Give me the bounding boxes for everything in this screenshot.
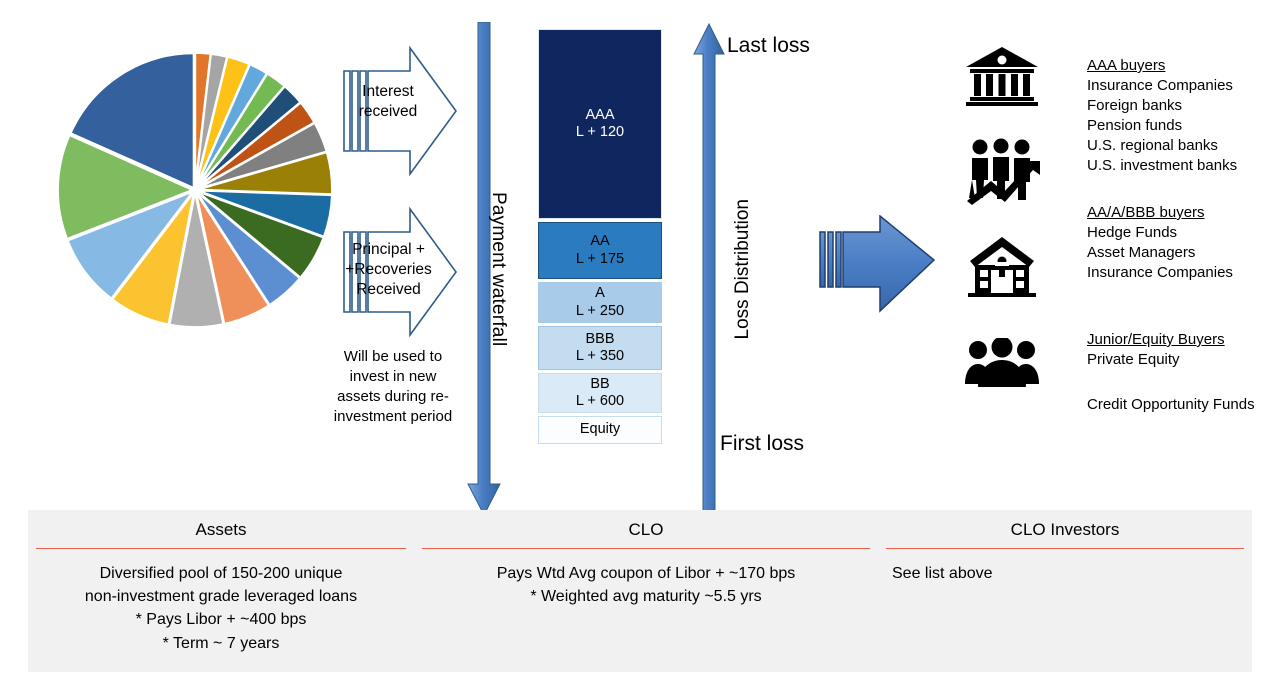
institution-building-icon xyxy=(963,235,1041,297)
investor-list-item: Credit Opportunity Funds xyxy=(1087,396,1255,413)
summary-body-investors: See list above xyxy=(892,565,993,582)
bank-building-icon xyxy=(963,45,1041,107)
pie-slice xyxy=(57,133,196,241)
investor-list-item: U.S. regional banks xyxy=(1087,136,1218,154)
tranche-rating: BB xyxy=(590,375,610,392)
tranche-spread: L + 175 xyxy=(575,250,625,267)
payment-waterfall-arrow xyxy=(466,22,502,517)
investor-list-item: Hedge Funds xyxy=(1087,223,1178,241)
pie-chart-svg xyxy=(57,52,333,328)
people-growth-chart-icon xyxy=(963,137,1041,205)
tranche-spread: L + 350 xyxy=(575,348,625,364)
tranche-rating: AA xyxy=(590,233,610,250)
tranche-rating: Equity xyxy=(579,421,621,438)
summary-rule-investors xyxy=(886,548,1244,549)
summary-title-clo: CLO xyxy=(628,520,664,539)
investor-group-heading: AA/A/BBB buyers xyxy=(1087,204,1205,221)
loss-distribution-label: Loss Distribution xyxy=(732,199,753,340)
investor-group-other: Credit Opportunity Funds xyxy=(1087,395,1255,415)
tranche-spread: L + 600 xyxy=(575,393,625,409)
reinvestment-note: Will be used to invest in new assets dur… xyxy=(333,348,453,425)
first-loss-label: First loss xyxy=(720,432,804,455)
summary-column-clo: CLO Pays Wtd Avg coupon of Libor + ~170 … xyxy=(414,510,878,672)
tranche-spread: L + 250 xyxy=(575,302,625,319)
summary-title-investors: CLO Investors xyxy=(1010,520,1120,539)
tranche-box: Equity xyxy=(538,416,662,444)
summary-body-assets: Diversified pool of 150-200 unique non-i… xyxy=(84,565,358,652)
investor-list-item: U.S. investment banks xyxy=(1087,156,1238,174)
summary-body-clo: Pays Wtd Avg coupon of Libor + ~170 bps … xyxy=(496,565,796,606)
summary-title-assets: Assets xyxy=(195,520,247,539)
tranche-rating: A xyxy=(595,285,605,302)
investor-group-heading: Junior/Equity Buyers xyxy=(1087,331,1225,348)
loss-distribution-arrow xyxy=(692,22,726,517)
pie-slice xyxy=(69,52,195,190)
investor-list-item: Pension funds xyxy=(1087,116,1183,134)
pie-slice xyxy=(110,191,196,326)
tranche-rating: BBB xyxy=(585,330,615,347)
distribution-to-investors-arrow xyxy=(808,215,938,315)
investor-list-item: Private Equity xyxy=(1087,350,1180,368)
pie-slice xyxy=(66,188,197,301)
group-of-people-icon xyxy=(963,338,1041,388)
summary-column-investors: CLO Investors See list above xyxy=(878,510,1252,672)
summary-panel: Assets Diversified pool of 150-200 uniqu… xyxy=(28,510,1252,672)
tranche-rating: AAA xyxy=(585,106,615,123)
investor-list-item: Insurance Companies xyxy=(1087,76,1233,94)
summary-rule-assets xyxy=(36,548,406,549)
principal-recoveries-label: Principal + +Recoveries Received xyxy=(345,241,432,298)
tranche-spread: L + 120 xyxy=(575,124,625,140)
principal-recoveries-arrow xyxy=(330,206,460,338)
interest-received-arrow xyxy=(330,45,460,177)
interest-received-label: Interest received xyxy=(358,83,418,120)
investor-list-item: Foreign banks xyxy=(1087,96,1183,114)
asset-pool-pie-chart xyxy=(57,52,333,328)
summary-column-assets: Assets Diversified pool of 150-200 uniqu… xyxy=(28,510,414,672)
investor-group-heading: AAA buyers xyxy=(1087,57,1166,74)
summary-rule-clo xyxy=(422,548,870,549)
investor-list-item: Insurance Companies xyxy=(1087,263,1233,281)
last-loss-label: Last loss xyxy=(727,34,810,57)
investor-list-item: Asset Managers xyxy=(1087,243,1196,261)
